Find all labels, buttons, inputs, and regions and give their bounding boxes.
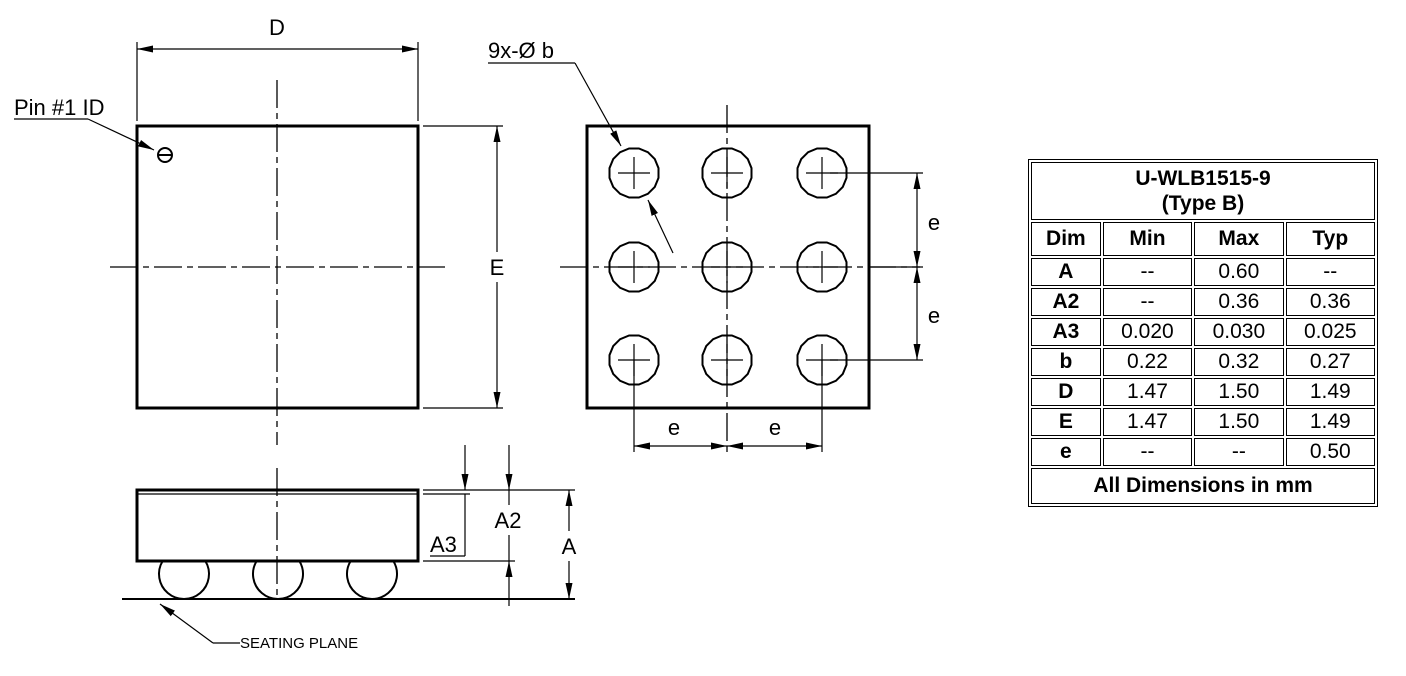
- row-typ: --: [1285, 258, 1375, 286]
- solder-ball: [701, 334, 753, 386]
- row-min: 0.020: [1102, 318, 1193, 346]
- row-max: 0.32: [1194, 348, 1284, 376]
- table-row: D 1.47 1.50 1.49: [1031, 378, 1375, 406]
- table-row: e -- -- 0.50: [1031, 438, 1375, 466]
- dimension-E-label: E: [490, 255, 505, 280]
- table-row: A -- 0.60 --: [1031, 258, 1375, 286]
- row-min: --: [1102, 258, 1193, 286]
- row-typ: 0.025: [1285, 318, 1375, 346]
- side-solder-ball: [158, 560, 210, 600]
- dimensions-table: U-WLB1515-9 (Type B) Dim Min Max Typ A -…: [1028, 159, 1378, 507]
- solder-ball-grid: [608, 147, 848, 386]
- row-dim: A2: [1031, 288, 1101, 316]
- row-dim: b: [1031, 348, 1101, 376]
- row-dim: e: [1031, 438, 1101, 466]
- row-min: --: [1102, 438, 1193, 466]
- row-min: 1.47: [1102, 378, 1193, 406]
- row-max: 0.030: [1194, 318, 1284, 346]
- pitch-e-label-upper: e: [928, 210, 940, 235]
- pitch-e-label-lower: e: [928, 303, 940, 328]
- table-title-line1: U-WLB1515-9: [1135, 167, 1271, 190]
- row-typ: 0.36: [1285, 288, 1375, 316]
- dimension-A3-label: A3: [430, 532, 457, 557]
- side-view-solder-balls: [158, 560, 398, 600]
- table-title-line2: (Type B): [1161, 192, 1245, 215]
- row-max: 1.50: [1194, 408, 1284, 436]
- pitch-e-label-left: e: [668, 415, 680, 440]
- row-dim: A3: [1031, 318, 1101, 346]
- table-row: E 1.47 1.50 1.49: [1031, 408, 1375, 436]
- table-header-row: Dim Min Max Typ: [1031, 222, 1375, 256]
- row-min: 0.22: [1102, 348, 1193, 376]
- side-solder-ball: [346, 560, 398, 600]
- ball-diameter-callout: 9x-Ø b: [488, 38, 554, 63]
- dimension-A2-label: A2: [495, 508, 522, 533]
- side-view: SEATING PLANE A3 A2 A: [122, 445, 581, 652]
- dimension-A-label: A: [562, 534, 577, 559]
- solder-ball: [701, 241, 753, 293]
- table-row: A3 0.020 0.030 0.025: [1031, 318, 1375, 346]
- solder-ball: [608, 241, 660, 293]
- bottom-view: 9x-Ø b e e e e: [488, 38, 940, 455]
- row-typ: 0.27: [1285, 348, 1375, 376]
- table-row: b 0.22 0.32 0.27: [1031, 348, 1375, 376]
- solder-ball: [701, 147, 753, 199]
- row-min: --: [1102, 288, 1193, 316]
- row-dim: E: [1031, 408, 1101, 436]
- table-title: U-WLB1515-9 (Type B): [1031, 162, 1375, 220]
- row-max: 0.36: [1194, 288, 1284, 316]
- row-max: 1.50: [1194, 378, 1284, 406]
- side-solder-ball: [252, 560, 304, 600]
- header-typ: Typ: [1285, 222, 1375, 256]
- solder-ball: [796, 241, 848, 293]
- header-min: Min: [1102, 222, 1193, 256]
- table-row: A2 -- 0.36 0.36: [1031, 288, 1375, 316]
- row-max: 0.60: [1194, 258, 1284, 286]
- pin1-id-label: Pin #1 ID: [14, 95, 105, 120]
- row-typ: 0.50: [1285, 438, 1375, 466]
- row-dim: D: [1031, 378, 1101, 406]
- dimension-D-label: D: [269, 15, 285, 40]
- top-view: D E Pin #1 ID: [14, 15, 508, 445]
- row-max: --: [1194, 438, 1284, 466]
- solder-ball: [608, 147, 660, 199]
- row-min: 1.47: [1102, 408, 1193, 436]
- header-max: Max: [1194, 222, 1284, 256]
- row-typ: 1.49: [1285, 408, 1375, 436]
- table-footer: All Dimensions in mm: [1031, 468, 1375, 504]
- header-dim: Dim: [1031, 222, 1101, 256]
- pitch-e-label-right: e: [769, 415, 781, 440]
- row-dim: A: [1031, 258, 1101, 286]
- row-typ: 1.49: [1285, 378, 1375, 406]
- seating-plane-label: SEATING PLANE: [240, 635, 358, 652]
